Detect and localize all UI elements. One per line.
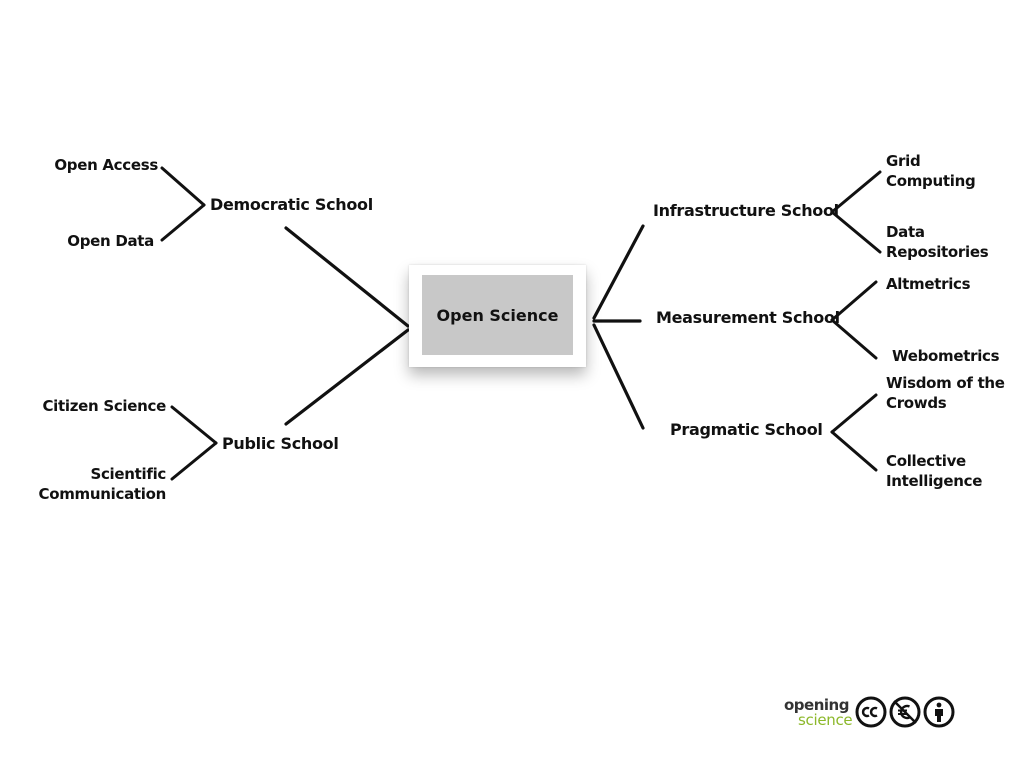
- school-label-public: Public School: [222, 434, 339, 453]
- connector-collective-intelligence: [830, 430, 878, 472]
- connector-citizen-science: [170, 405, 218, 445]
- non-commercial-icon: [889, 696, 921, 728]
- connector-democratic: [284, 226, 410, 328]
- connector-pragmatic: [592, 323, 645, 430]
- leaf-label-wisdom-of-the-crowds: Wisdom of the Crowds: [886, 374, 1005, 412]
- school-label-democratic: Democratic School: [210, 195, 373, 214]
- connector-open-data: [160, 203, 206, 242]
- center-node: Open Science: [409, 265, 586, 367]
- opening-science-logo: opening science: [784, 694, 853, 734]
- leaf-label-open-access: Open Access: [54, 156, 158, 174]
- connector-public: [284, 328, 410, 426]
- connector-grid-computing: [830, 170, 882, 214]
- attribution-icon: [923, 696, 955, 728]
- connector-open-access: [160, 166, 206, 207]
- connector-data-repositories: [830, 210, 882, 254]
- school-label-pragmatic: Pragmatic School: [670, 420, 823, 439]
- connector-infrastructure: [592, 224, 645, 320]
- center-node-label: Open Science: [436, 305, 559, 325]
- leaf-label-open-data: Open Data: [67, 232, 154, 250]
- center-node-fill: Open Science: [422, 275, 573, 355]
- leaf-label-altmetrics: Altmetrics: [886, 275, 971, 293]
- leaf-label-scientific-communication: Scientific Communication: [38, 465, 167, 503]
- creative-commons-icon: [855, 696, 887, 728]
- school-label-infrastructure: Infrastructure School: [653, 201, 839, 220]
- logo-word-science: science: [798, 711, 853, 729]
- school-label-measurement: Measurement School: [656, 308, 840, 327]
- footer-logo: opening science: [784, 694, 964, 734]
- connector-scientific-communication: [170, 441, 218, 481]
- leaf-label-grid-computing: Grid Computing: [886, 152, 976, 190]
- leaf-label-collective-intelligence: Collective Intelligence: [886, 452, 983, 490]
- leaf-label-webometrics: Webometrics: [892, 347, 1000, 365]
- connector-wisdom-of-crowds: [830, 393, 878, 434]
- logo-word-opening: opening: [784, 696, 849, 714]
- connector-webometrics: [830, 318, 878, 360]
- connector-altmetrics: [830, 280, 878, 322]
- leaf-label-data-repositories: Data Repositories: [886, 223, 989, 261]
- leaf-label-citizen-science: Citizen Science: [42, 397, 166, 415]
